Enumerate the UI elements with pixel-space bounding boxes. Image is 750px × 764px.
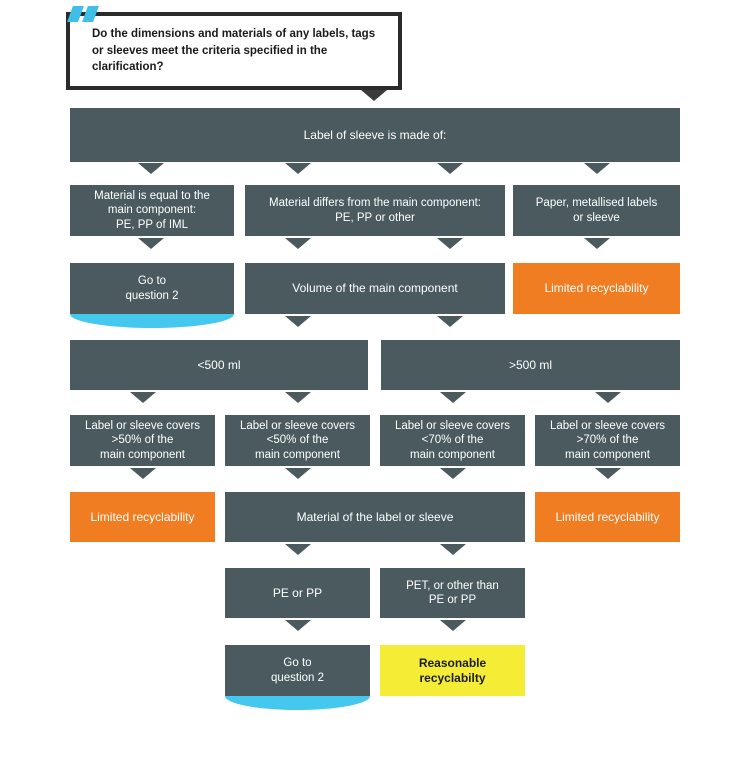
node-limited-recyclability-right[interactable]: Limited recyclability [535, 492, 680, 542]
node-pe-or-pp[interactable]: PE or PP [225, 568, 370, 618]
connector-arrow [285, 620, 311, 631]
node-limited-recyclability-top-right[interactable]: Limited recyclability [513, 263, 680, 314]
node-covers-under-70[interactable]: Label or sleeve covers <70% of the main … [380, 415, 525, 466]
question-text: Do the dimensions and materials of any l… [92, 27, 376, 74]
cyan-lens-left [70, 314, 234, 328]
node-reasonable-recyclability[interactable]: Reasonable recyclabilty [380, 645, 525, 696]
node-material-of-label-or-sleeve[interactable]: Material of the label or sleeve [225, 492, 525, 542]
connector-arrow [440, 468, 466, 479]
node-material-differs[interactable]: Material differs from the main component… [245, 185, 505, 236]
connector-arrow [440, 544, 466, 555]
node-covers-over-70[interactable]: Label or sleeve covers >70% of the main … [535, 415, 680, 466]
connector-arrow [440, 392, 466, 403]
node-limited-recyclability-left[interactable]: Limited recyclability [70, 492, 215, 542]
node-paper-metallised[interactable]: Paper, metallised labels or sleeve [513, 185, 680, 236]
connector-arrow [361, 90, 387, 101]
node-pet-or-other[interactable]: PET, or other than PE or PP [380, 568, 525, 618]
node-label-made-of[interactable]: Label of sleeve is made of: [70, 108, 680, 162]
connector-arrow [595, 468, 621, 479]
cyan-lens-bottom [225, 696, 370, 710]
connector-arrow [285, 163, 311, 174]
connector-arrow [138, 163, 164, 174]
connector-arrow [584, 238, 610, 249]
connector-arrow [437, 238, 463, 249]
connector-arrow [285, 544, 311, 555]
connector-arrow [285, 392, 311, 403]
node-goto-question-2-bottom[interactable]: Go to question 2 [225, 645, 370, 696]
connector-arrow [285, 468, 311, 479]
connector-arrow [130, 392, 156, 403]
connector-arrow [285, 316, 311, 327]
connector-arrow [584, 163, 610, 174]
node-volume-main-component[interactable]: Volume of the main component [245, 263, 505, 314]
node-volume-over-500[interactable]: >500 ml [381, 340, 680, 390]
connector-arrow [138, 238, 164, 249]
question-card: Do the dimensions and materials of any l… [66, 12, 402, 90]
connector-arrow [440, 620, 466, 631]
connector-arrow [130, 468, 156, 479]
node-volume-under-500[interactable]: <500 ml [70, 340, 368, 390]
node-material-equal[interactable]: Material is equal to the main component:… [70, 185, 234, 236]
connector-arrow [285, 238, 311, 249]
node-covers-over-50[interactable]: Label or sleeve covers >50% of the main … [70, 415, 215, 466]
connector-arrow [437, 316, 463, 327]
node-goto-question-2-left[interactable]: Go to question 2 [70, 263, 234, 314]
connector-arrow [437, 163, 463, 174]
connector-arrow [595, 392, 621, 403]
node-covers-under-50[interactable]: Label or sleeve covers <50% of the main … [225, 415, 370, 466]
